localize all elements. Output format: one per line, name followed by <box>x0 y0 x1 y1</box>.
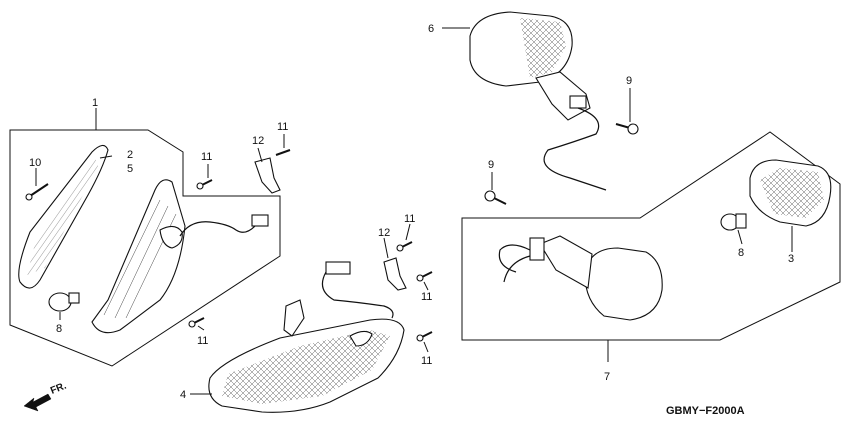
connector-part-4 <box>325 261 351 275</box>
callout-part-11-e: 11 <box>421 291 432 303</box>
bulb-part-8-right <box>720 213 747 231</box>
callout-part-10: 10 <box>29 157 41 169</box>
callout-part-11-d: 11 <box>404 213 415 225</box>
callout-part-7: 7 <box>604 371 610 383</box>
callout-part-8-left: 8 <box>56 323 62 335</box>
screw-part-11-a <box>196 179 213 190</box>
callout-part-12-left: 12 <box>252 135 264 147</box>
rear-lens-part-3 <box>749 159 832 227</box>
front-light-part-4 <box>208 299 405 413</box>
diagram-code: GBMY−F2000A <box>666 405 745 417</box>
callout-part-5: 5 <box>127 163 133 175</box>
front-direction-label: FR. <box>49 380 68 396</box>
callout-part-4: 4 <box>180 389 186 401</box>
front-direction-arrow-icon <box>23 393 52 412</box>
callout-part-8-right: 8 <box>738 247 744 259</box>
wire-part-6 <box>543 107 607 191</box>
screw-part-11-c <box>396 241 413 252</box>
screw-part-11-b <box>188 317 205 328</box>
callout-part-3: 3 <box>788 253 794 265</box>
callout-part-11-c: 11 <box>197 335 208 347</box>
leader-lines <box>35 27 793 395</box>
wire-part-7 <box>498 244 531 283</box>
clip-part-12-left <box>254 149 291 194</box>
clip-part-12-middle <box>383 257 407 291</box>
callout-part-9-lower: 9 <box>488 159 494 171</box>
screw-part-11-e <box>416 331 433 342</box>
wire-part-4 <box>321 271 394 319</box>
connector-part-1 <box>251 214 269 227</box>
callout-part-6: 6 <box>428 23 434 35</box>
callout-part-11-f: 11 <box>421 355 432 367</box>
screw-part-9-upper <box>615 123 639 135</box>
callout-part-11-b: 11 <box>201 151 212 163</box>
screw-part-9-lower <box>484 190 507 205</box>
callout-part-12-middle: 12 <box>378 227 390 239</box>
turn-signal-part-7 <box>529 235 663 321</box>
group-7-outline <box>461 131 841 341</box>
group-1-outline <box>9 129 281 367</box>
wire-part-1 <box>179 221 256 237</box>
callout-part-2: 2 <box>127 149 133 161</box>
bulb-part-8-left <box>48 292 80 312</box>
callout-part-9-upper: 9 <box>626 75 632 87</box>
callout-part-11-a: 11 <box>277 121 288 133</box>
callout-part-1: 1 <box>92 97 98 109</box>
screw-part-10 <box>25 183 49 201</box>
screw-part-11-d <box>416 271 433 282</box>
front-housing-part-1 <box>91 179 186 334</box>
front-lens-part-2 <box>18 144 109 289</box>
turn-signal-part-6 <box>469 11 591 121</box>
